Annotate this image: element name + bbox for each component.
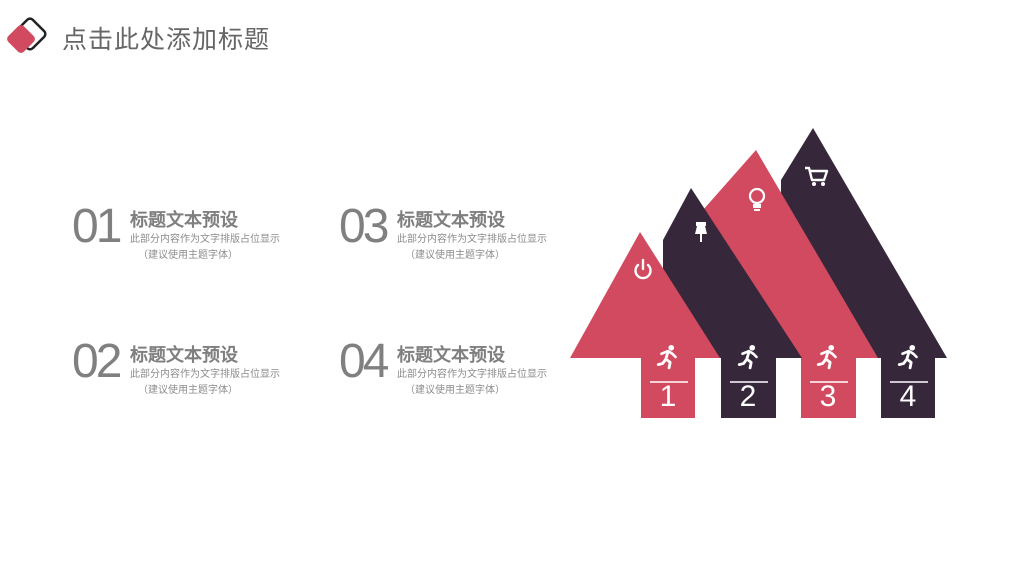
step-number-4: 4 bbox=[900, 380, 917, 413]
item-desc-sub: （建议使用主题字体） bbox=[405, 385, 505, 396]
item-03: 03 标题文本预设 此部分内容作为文字排版占位显示 （建议使用主题字体） bbox=[339, 203, 579, 273]
item-title: 标题文本预设 bbox=[397, 345, 505, 366]
item-desc-line: 此部分内容作为文字排版占位显示 bbox=[130, 369, 280, 380]
item-desc-line: 此部分内容作为文字排版占位显示 bbox=[397, 369, 547, 380]
item-title: 标题文本预设 bbox=[130, 345, 238, 366]
step-number-2: 2 bbox=[740, 380, 757, 413]
pin-icon bbox=[695, 222, 707, 242]
arrow-diagram: 4 3 2 1 bbox=[570, 128, 947, 418]
cart-icon bbox=[805, 166, 829, 186]
item-description: 此部分内容作为文字排版占位显示 （建议使用主题字体） bbox=[130, 232, 280, 264]
item-desc-sub: （建议使用主题字体） bbox=[138, 250, 238, 261]
item-title: 标题文本预设 bbox=[130, 210, 238, 231]
step-number-3: 3 bbox=[820, 380, 837, 413]
arrow-step-2: 2 bbox=[663, 188, 802, 418]
item-number: 01 bbox=[72, 200, 122, 253]
item-desc-sub: （建议使用主题字体） bbox=[138, 385, 238, 396]
item-number: 02 bbox=[72, 335, 122, 388]
page-title: 点击此处添加标题 bbox=[62, 25, 271, 54]
item-description: 此部分内容作为文字排版占位显示 （建议使用主题字体） bbox=[397, 367, 547, 399]
item-number: 04 bbox=[339, 335, 389, 388]
arrow-step-1: 1 bbox=[570, 232, 720, 418]
item-desc-sub: （建议使用主题字体） bbox=[405, 250, 505, 261]
item-description: 此部分内容作为文字排版占位显示 （建议使用主题字体） bbox=[397, 232, 547, 264]
item-number: 03 bbox=[339, 200, 389, 253]
step-number-1: 1 bbox=[660, 380, 677, 413]
item-02: 02 标题文本预设 此部分内容作为文字排版占位显示 （建议使用主题字体） bbox=[72, 338, 312, 408]
item-04: 04 标题文本预设 此部分内容作为文字排版占位显示 （建议使用主题字体） bbox=[339, 338, 579, 408]
item-description: 此部分内容作为文字排版占位显示 （建议使用主题字体） bbox=[130, 367, 280, 399]
item-title: 标题文本预设 bbox=[397, 210, 505, 231]
item-desc-line: 此部分内容作为文字排版占位显示 bbox=[397, 234, 547, 245]
header-logo-icon bbox=[7, 17, 47, 53]
lightbulb-icon bbox=[748, 187, 766, 211]
item-desc-line: 此部分内容作为文字排版占位显示 bbox=[130, 234, 280, 245]
item-01: 01 标题文本预设 此部分内容作为文字排版占位显示 （建议使用主题字体） bbox=[72, 203, 312, 273]
power-icon bbox=[634, 258, 652, 280]
